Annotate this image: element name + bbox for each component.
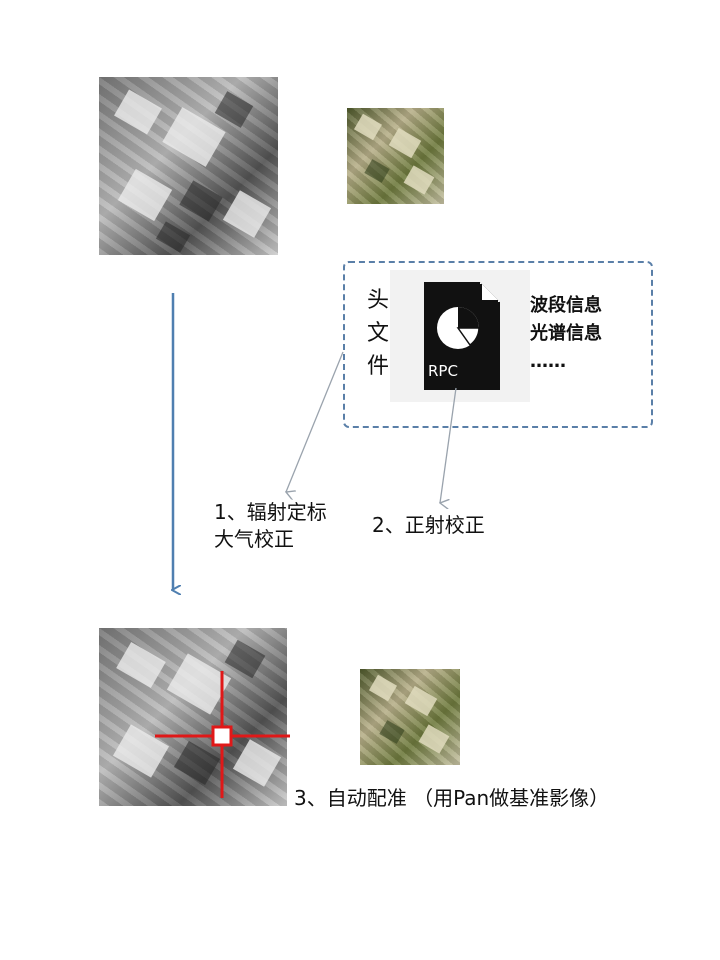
header-label-char: 头 [366,288,389,313]
step2-label: 2、正射校正 [372,513,485,537]
step3-label: 3、自动配准 （用Pan做基准影像） [294,786,610,810]
band-info-line: 波段信息 [530,295,602,316]
header-label-char: 件 [366,354,389,379]
step1-line1: 1、辐射定标 [214,500,327,524]
ellipsis-line: …… [530,351,566,372]
file-icon [418,280,502,392]
step1-label: 1、辐射定标 大气校正 [214,499,327,553]
header-file-label: 头 文 件 [366,284,390,383]
header-file-box [343,261,653,428]
spectral-info-line: 光谱信息 [530,323,602,344]
header-label-char: 文 [366,321,389,346]
panchromatic-image-top [99,77,278,255]
multispectral-image-top [347,108,444,204]
step1-line2: 大气校正 [214,527,294,551]
multispectral-image-bottom [360,669,460,765]
band-info: 波段信息 光谱信息 …… [530,292,602,376]
panchromatic-image-bottom [99,628,287,806]
file-icon-label: RPC [428,362,458,380]
leader-line-header-to-step1 [286,351,344,492]
leader-line-rpc-to-step2 [440,387,457,503]
